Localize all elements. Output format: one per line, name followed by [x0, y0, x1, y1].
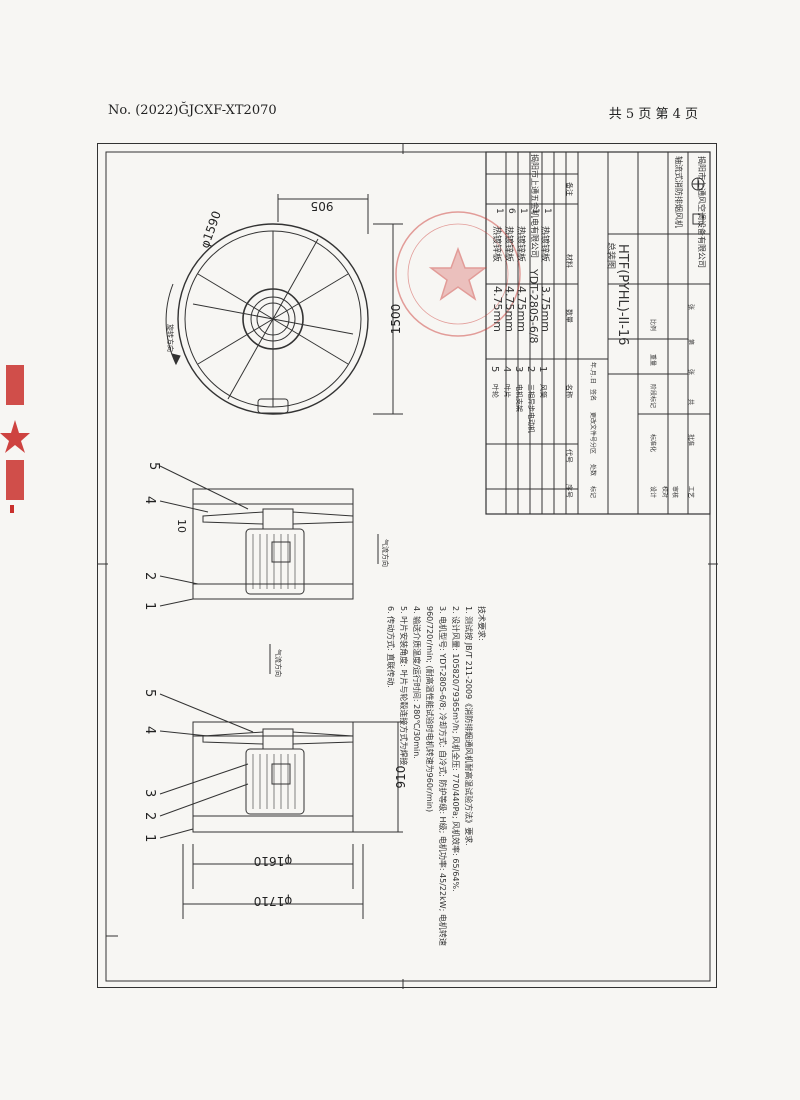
tech-item-4: 4. 输送介质温度/运行时间: 280℃/30min.	[412, 606, 421, 759]
part-3-name: 电机支架	[515, 384, 523, 412]
tech-item-6: 6. 传动方式: 直联传动.	[386, 606, 395, 688]
tg-of: 第	[687, 339, 694, 346]
page-count: 共 5 页 第 4 页	[608, 107, 698, 122]
part-1-name: 风筒	[539, 384, 547, 398]
dim-10: 10	[175, 519, 188, 533]
callout-lower-3: 3	[142, 789, 157, 797]
part-4-name: 叶片	[503, 384, 511, 398]
part-2-name: 三相异步电动机	[527, 384, 535, 433]
dim-d1710: φ1710	[254, 894, 292, 908]
tech-item-1: 1. 测试按 JB/T 211-2009《消防排烟通风机耐高温试验方法》要求.	[464, 606, 473, 846]
callout-5: 5	[146, 462, 161, 470]
document-number: No. (2022)ĞJCXF-XT2070	[108, 103, 277, 118]
side-stamp	[0, 365, 30, 513]
part-5-qty: 1	[494, 208, 504, 214]
parts-header-remark: 备注	[565, 182, 573, 196]
tg-weight: 重量	[649, 354, 656, 367]
part-2-qty: 1	[530, 208, 540, 214]
tg-sign: 签名	[589, 389, 596, 402]
airflow-label-lower: 气流方向	[274, 649, 283, 677]
parts-header-name: 名称	[565, 384, 573, 398]
dim-d1610: φ1610	[254, 854, 292, 868]
model-number: HTF(PYHL)-II-16	[615, 244, 630, 346]
tg-scale: 比例	[649, 319, 656, 332]
company-name: 揭阳市上通风空调设备有限公司	[697, 156, 706, 268]
tg-total: 共	[687, 399, 694, 406]
tech-item-5: 5. 叶片安装角度: 叶片与轮毂连接方式为焊接.	[399, 606, 408, 768]
tech-requirements: 技术要求: 1. 测试按 JB/T 211-2009《消防排烟通风机耐高温试验方…	[384, 606, 488, 966]
tg-check: 校对	[661, 486, 668, 499]
callout-1: 1	[142, 602, 157, 610]
part-2-no: 2	[525, 366, 536, 373]
tg-mark: 标记	[589, 486, 596, 499]
assembly-drawing: 905 1500 φ1590 旋转方向 气流方	[98, 144, 718, 989]
tg-stage: 阶段标记	[649, 384, 656, 409]
tg-standard: 标准化	[649, 434, 656, 453]
tg-sheet-2: 张	[687, 304, 694, 311]
parts-header-code: 代号	[565, 449, 573, 463]
rotation-label: 旋转方向	[166, 324, 175, 352]
parts-header-no: 序号	[565, 484, 573, 498]
dim-d1590: φ1590	[198, 209, 224, 250]
part-5-no: 5	[489, 366, 500, 373]
tg-zone: 分区	[589, 442, 596, 455]
tech-heading: 技术要求:	[477, 606, 486, 641]
dim-1500: 1500	[389, 304, 403, 335]
tg-process: 工艺	[687, 486, 694, 499]
tg-sheet-1: 张	[687, 369, 694, 376]
callout-2: 2	[142, 572, 157, 580]
tg-count: 处数	[589, 464, 596, 477]
side-view-upper	[192, 488, 354, 600]
part-3-qty: 1	[518, 208, 528, 214]
part-1-material: 热镀锌板	[539, 226, 549, 263]
parts-header-qty: 数量	[565, 309, 573, 323]
tg-approve: 批准	[687, 434, 694, 447]
airflow-label-upper: 气流方向	[381, 539, 390, 567]
front-view	[165, 223, 369, 415]
part-1-no: 1	[537, 366, 548, 373]
tg-change-doc: 更改文件号	[589, 412, 596, 443]
tech-item-2: 2. 设计风量: 105820/79365m³/h; 风机全压: 770/440…	[451, 606, 460, 892]
callout-lower-1: 1	[142, 834, 157, 842]
dim-905: 905	[311, 199, 334, 213]
part-3-material: 热镀锌板	[515, 226, 525, 263]
parts-header-material: 材料	[565, 254, 573, 268]
tg-review: 审核	[671, 486, 678, 499]
part-5-name: 叶轮	[491, 384, 499, 398]
tech-item-3: 3. 电机型号: YDT-280S-6/8; 冷却方式: 自冷式; 防护等级: …	[425, 606, 447, 946]
drawing-sheet: 905 1500 φ1590 旋转方向 气流方	[97, 143, 718, 989]
callout-lower-5: 5	[142, 689, 157, 697]
product-name: 轴流式消防排烟风机	[674, 156, 683, 228]
side-view-lower	[192, 721, 354, 833]
page-header: No. (2022)ĞJCXF-XT2070 共 5 页 第 4 页	[108, 103, 698, 123]
part-4-no: 4	[501, 366, 512, 373]
part-1-spec: 3.75mm	[539, 286, 552, 332]
tg-date: 年.月.日	[589, 362, 596, 384]
callout-lower-2: 2	[142, 812, 157, 820]
part-1-qty: 1	[542, 208, 552, 214]
part-3-no: 3	[513, 366, 524, 373]
dim-910: 910	[394, 766, 408, 789]
tg-design: 设计	[649, 486, 656, 499]
callout-lower-4: 4	[142, 726, 157, 734]
part-4-qty: 6	[506, 208, 516, 214]
callout-4: 4	[142, 496, 157, 504]
